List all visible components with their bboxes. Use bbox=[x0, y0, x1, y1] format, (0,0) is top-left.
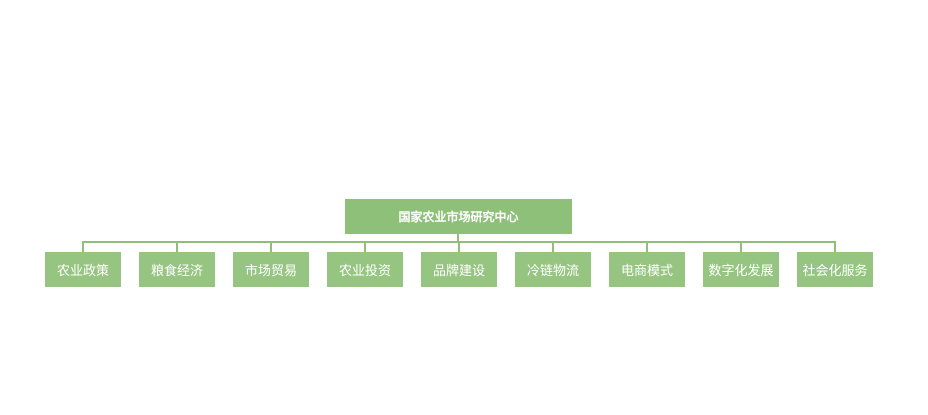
child-node-digital-development: 数字化发展 bbox=[703, 252, 779, 287]
child-connector bbox=[176, 241, 178, 252]
child-node-label: 粮食经济 bbox=[150, 264, 203, 279]
child-node-brand-building: 品牌建设 bbox=[421, 252, 497, 287]
child-connector bbox=[364, 241, 366, 252]
child-node-market-trade: 市场贸易 bbox=[233, 252, 309, 287]
child-connector bbox=[82, 241, 84, 252]
child-node-label: 电商模式 bbox=[620, 264, 673, 279]
child-node-ecommerce-model: 电商模式 bbox=[609, 252, 685, 287]
child-node-socialized-services: 社会化服务 bbox=[797, 252, 873, 287]
child-node-label: 社会化服务 bbox=[802, 264, 868, 279]
child-node-label: 市场贸易 bbox=[244, 264, 297, 279]
child-node-label: 数字化发展 bbox=[708, 264, 774, 279]
root-node: 国家农业市场研究中心 bbox=[345, 199, 572, 234]
child-connector bbox=[458, 241, 460, 252]
child-node-cold-chain-logistics: 冷链物流 bbox=[515, 252, 591, 287]
child-connector bbox=[834, 241, 836, 252]
child-node-agricultural-investment: 农业投资 bbox=[327, 252, 403, 287]
root-node-label: 国家农业市场研究中心 bbox=[398, 210, 519, 224]
child-node-grain-economy: 粮食经济 bbox=[139, 252, 215, 287]
child-connector bbox=[646, 241, 648, 252]
root-connector bbox=[457, 234, 459, 242]
child-connector bbox=[552, 241, 554, 252]
child-node-agricultural-policy: 农业政策 bbox=[45, 252, 121, 287]
child-connector bbox=[740, 241, 742, 252]
child-node-label: 冷链物流 bbox=[526, 264, 579, 279]
child-connector bbox=[270, 241, 272, 252]
child-node-label: 品牌建设 bbox=[432, 264, 485, 279]
child-node-label: 农业投资 bbox=[338, 264, 391, 279]
child-node-label: 农业政策 bbox=[56, 264, 109, 279]
